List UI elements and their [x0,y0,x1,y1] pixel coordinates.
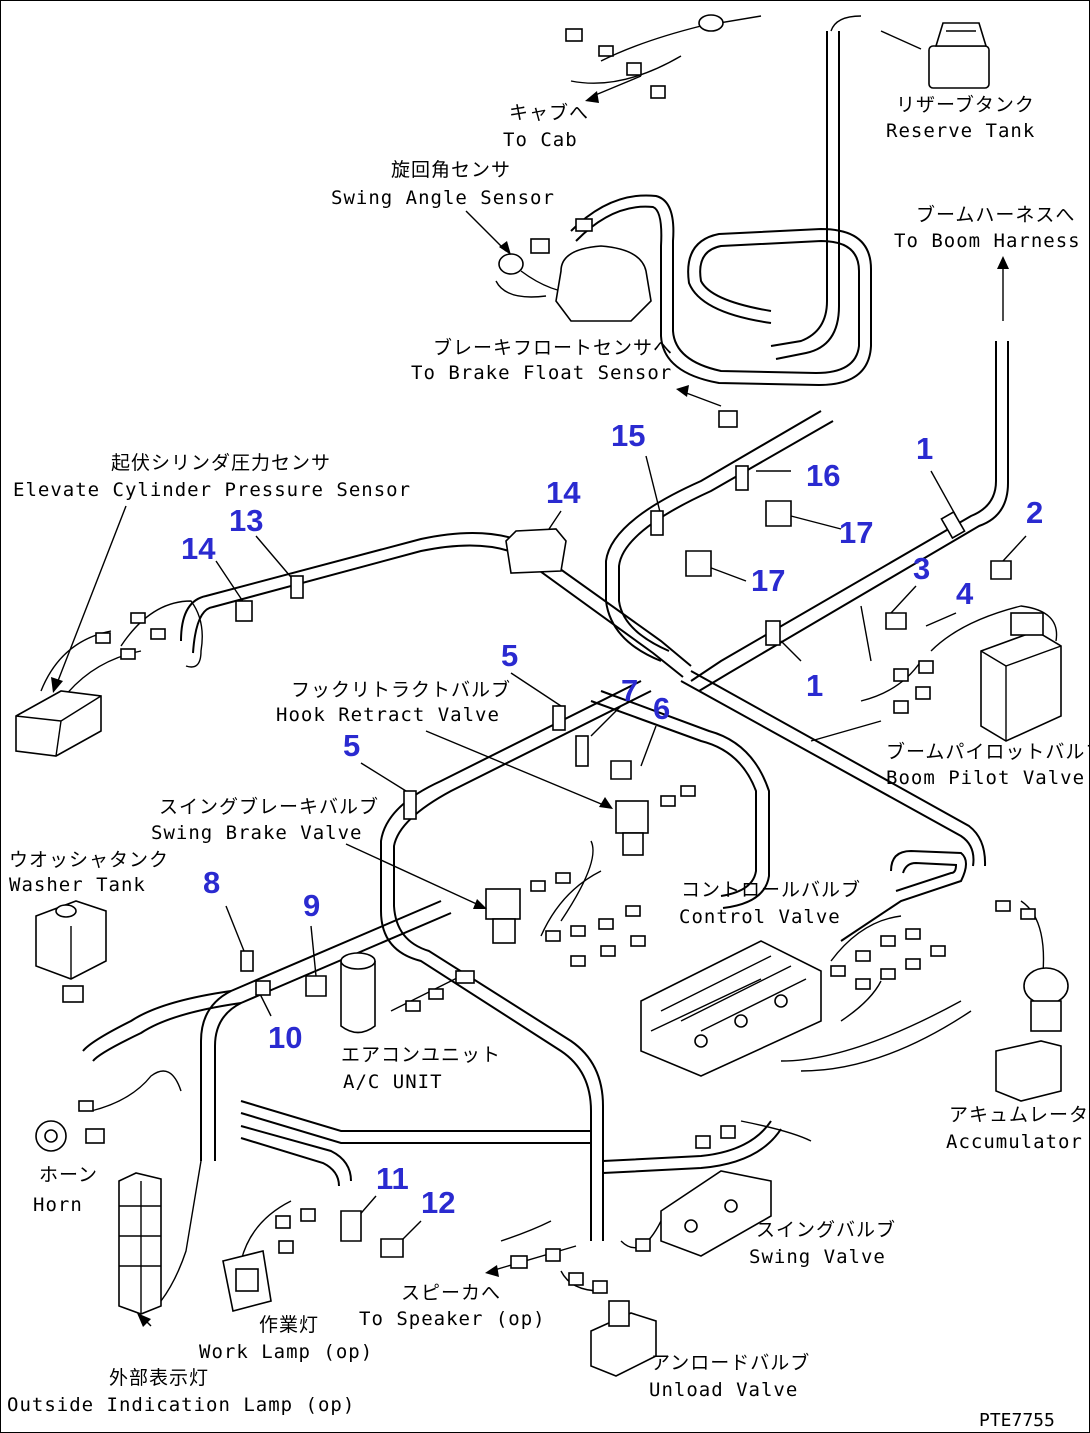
swing-brake-jp: スイングブレーキバルブ [159,795,379,818]
callout-8: 8 [203,865,220,900]
harness-routing [82,31,1009,1241]
callout-4: 4 [956,576,974,611]
swing-valve-en: Swing Valve [749,1246,886,1268]
clamps [235,465,1012,1258]
control-valve-en: Control Valve [679,906,841,928]
boom-harness-en: To Boom Harness [894,230,1081,252]
swing-brake-valve [485,872,571,944]
callout-12: 12 [421,1185,455,1220]
labels: キャブへ To Cab リザーブタンク Reserve Tank 旋回角センサ … [7,93,1090,1431]
outside-jp: 外部表示灯 [109,1367,209,1389]
to-cab-jp: キャブへ [509,101,589,124]
callout-10: 10 [268,1020,302,1055]
speaker-en: To Speaker (op) [359,1308,546,1330]
elevate-en: Elevate Cylinder Pressure Sensor [13,479,411,501]
work-lamp [222,1208,316,1312]
ac-unit-en: A/C UNIT [343,1071,443,1093]
hook-retract-en: Hook Retract Valve [276,704,500,726]
callout-11: 11 [376,1161,409,1196]
arrowheads [51,91,1009,1327]
accumulator [995,967,1069,1102]
accumulator-en: Accumulator [946,1131,1083,1153]
clip-14-upper [505,528,567,574]
callout-5-upper: 5 [501,638,518,673]
boom-harness-jp: ブームハーネスへ [916,203,1075,226]
elevate-jp: 起伏シリンダ圧力センサ [111,452,331,474]
work-lamp-en: Work Lamp (op) [199,1341,373,1363]
callout-17-lower: 17 [751,563,785,598]
ac-unit [340,952,475,1034]
boom-pilot-valve [893,612,1062,742]
control-valve-jp: コントロールバルブ [681,878,861,901]
callout-numbers: 1 1 2 3 4 5 5 6 7 8 9 10 11 12 13 14 14 … [181,418,1043,1220]
outside-en: Outside Indication Lamp (op) [7,1394,355,1416]
callout-3: 3 [913,551,930,586]
hook-retract-valve [615,785,696,856]
callout-6: 6 [653,691,670,726]
swing-angle-en: Swing Angle Sensor [331,187,555,209]
brake-float-en: To Brake Float Sensor [411,362,672,384]
callout-9: 9 [303,888,320,923]
reserve-tank [928,22,990,89]
brake-float-jp: ブレーキフロートセンサへ [433,336,673,359]
brake-float-connector [718,410,738,428]
outside-indication-lamp [118,1172,162,1315]
washer-tank [35,900,107,1003]
speaker-connector [510,1255,528,1269]
leader-lines [55,75,1027,1327]
callout-7: 7 [621,673,638,708]
unload-jp: アンロードバルブ [651,1351,810,1374]
callout-1-lower: 1 [806,668,823,703]
elevate-cylinder-sensor [15,612,166,757]
ac-unit-jp: エアコンユニット [341,1044,501,1066]
speaker-connector-2 [545,1248,561,1262]
speaker-jp: スピーカへ [401,1282,501,1304]
callout-14-left: 14 [181,531,216,566]
callout-16: 16 [806,458,840,493]
control-valve [545,900,1036,1077]
unload-valve [568,1272,657,1377]
to-cab-en: To Cab [503,129,578,151]
unload-en: Unload Valve [649,1379,798,1401]
swing-brake-en: Swing Brake Valve [151,822,362,844]
swing-valve-jp: スイングバルブ [756,1218,896,1241]
callout-1-upper: 1 [916,431,933,466]
callout-17-upper: 17 [839,515,873,550]
horn-jp: ホーン [39,1164,98,1186]
callout-2: 2 [1026,495,1043,530]
swing-angle-jp: 旋回角センサ [391,159,511,181]
drawing-code: PTE7755 [979,1410,1055,1431]
washer-jp: ウオッシャタンク [9,849,169,871]
reserve-tank-jp: リザーブタンク [896,93,1035,116]
callout-15: 15 [611,418,645,453]
callout-13: 13 [229,503,263,538]
components [15,14,1069,1377]
work-lamp-jp: 作業灯 [259,1314,319,1336]
horn [35,1100,105,1152]
horn-en: Horn [33,1194,83,1216]
boom-pilot-en: Boom Pilot Valve [886,767,1085,789]
swing-valve [635,1125,772,1257]
reserve-tank-en: Reserve Tank [886,120,1035,142]
cab-connector [565,14,724,99]
boom-pilot-jp: ブームパイロットバルブ [886,740,1090,763]
hook-retract-jp: フックリトラクトバルブ [291,678,511,701]
callout-14-upper: 14 [546,475,581,510]
washer-en: Washer Tank [9,874,146,896]
accumulator-jp: アキュムレータ [949,1104,1089,1126]
callout-5-lower: 5 [343,728,360,763]
swing-angle-sensor [498,218,652,322]
